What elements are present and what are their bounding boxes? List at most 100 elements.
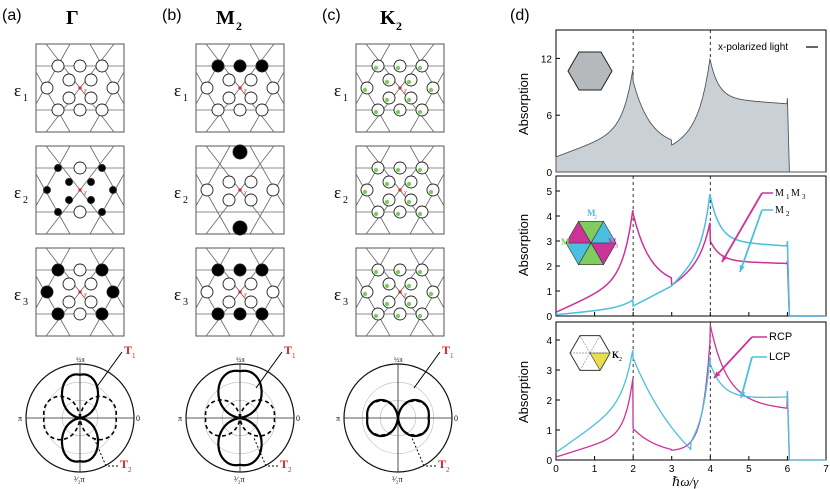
y-tick-label: 3 (546, 366, 552, 377)
x-tick-label: 6 (785, 464, 791, 475)
site-phase-marker (395, 65, 401, 71)
lattice-site (40, 81, 54, 95)
svg-text:K: K (380, 7, 396, 29)
svg-text:Absorption: Absorption (516, 73, 531, 135)
site-phase-marker (417, 167, 423, 173)
lattice-site (382, 73, 396, 87)
polar-t2-curve (43, 395, 117, 441)
site-phase-marker (417, 313, 423, 319)
lattice-site (232, 144, 248, 160)
lattice-1-2: χ (195, 247, 285, 337)
lattice-site (382, 175, 396, 189)
lattice-site (404, 175, 418, 189)
m1m3-arrow (721, 192, 763, 263)
lattice-site (95, 263, 109, 277)
lattice-site (393, 161, 407, 175)
center-dot (78, 86, 82, 90)
bz-spoke (589, 352, 601, 371)
lattice-site (73, 103, 87, 117)
site-phase-marker (384, 79, 390, 85)
lattice-bond (35, 173, 71, 235)
m2-title: M 2 (216, 7, 242, 33)
lattice-bond (89, 43, 125, 105)
x-axis-label: ℏω/γ (672, 474, 699, 489)
lattice-bond (249, 247, 285, 309)
lattice-bond (249, 43, 285, 105)
lattice-bond (35, 145, 71, 207)
lattice-site (211, 103, 225, 117)
lattice-bond (195, 43, 231, 105)
lattice-site (95, 59, 109, 73)
lattice-site (84, 277, 98, 291)
polar-angle-left: π (336, 414, 340, 423)
site-phase-marker (362, 291, 368, 297)
polar-angle-right: 0 (454, 414, 458, 423)
site-phase-marker (417, 109, 423, 115)
site-phase-marker (362, 87, 368, 93)
eigenmode-sub: 1 (343, 93, 348, 104)
lattice-site (65, 178, 73, 186)
lattice-site (393, 307, 407, 321)
t1-label: T (284, 343, 292, 357)
lattice-site (266, 81, 280, 95)
lattice-site (73, 205, 87, 219)
eigenmode-sub: 2 (183, 195, 188, 206)
eigenmode-label: ε (174, 183, 181, 202)
lattice-2-1: χ (355, 145, 445, 235)
lattice-site (84, 91, 98, 105)
lattice-bond (355, 145, 391, 207)
lattice-site (211, 307, 225, 321)
lattice-bond (195, 71, 231, 133)
t1-sub: 1 (132, 352, 136, 360)
lattice-site (233, 103, 247, 117)
lattice-site (222, 73, 236, 87)
lattice-bond (409, 247, 445, 309)
polar-angle-top: ½π (236, 356, 245, 364)
lattice-site (371, 59, 385, 73)
lattice-site (51, 263, 65, 277)
y-tick-label: 1 (546, 426, 552, 437)
polar-angle-top: ½π (394, 356, 403, 364)
site-phase-marker (384, 301, 390, 307)
m1m3-absorption-curve (555, 210, 826, 317)
polar-angle-bottom: ³⁄₂π (392, 475, 403, 484)
plot-top-ylabel: Absorption (516, 73, 531, 135)
eigenmode-label: ε (334, 81, 341, 100)
t1-label: T (124, 343, 132, 357)
lattice-site (62, 277, 76, 291)
lattice-bond (89, 173, 125, 235)
rcp-arrow-head (714, 371, 721, 378)
x-tick-label: 2 (630, 464, 636, 475)
eigenmode-sub: 3 (343, 297, 348, 308)
t2-label: T (438, 457, 446, 471)
center-mark: χ (83, 88, 87, 94)
center-dot (238, 290, 242, 294)
center-mark: χ (83, 292, 87, 298)
lattice-0-2: χ (35, 247, 125, 337)
y-tick-label: 4 (546, 212, 552, 223)
y-tick-label: 5 (546, 187, 552, 198)
site-phase-marker (406, 199, 412, 205)
lattice-site (73, 59, 87, 73)
legend-m1m3: M 1 M 3 (775, 188, 806, 201)
lattice-site (415, 161, 429, 175)
eigenmode-label: ε (334, 285, 341, 304)
lattice-site (255, 307, 269, 321)
t1-pointer (95, 351, 123, 389)
lattice-site (404, 91, 418, 105)
y-tick-label: 3 (546, 237, 552, 248)
lattice-site (415, 263, 429, 277)
lattice-site (371, 103, 385, 117)
lattice-bond (195, 173, 231, 235)
center-mark: χ (403, 292, 407, 298)
polar-angle-right: 0 (136, 414, 140, 423)
bz-sector (577, 221, 605, 244)
x-tick-label: 5 (746, 464, 752, 475)
lattice-site (73, 307, 87, 321)
center-mark: χ (83, 190, 87, 196)
site-phase-marker (373, 109, 379, 115)
site-phase-marker (373, 167, 379, 173)
lattice-site (87, 196, 95, 204)
